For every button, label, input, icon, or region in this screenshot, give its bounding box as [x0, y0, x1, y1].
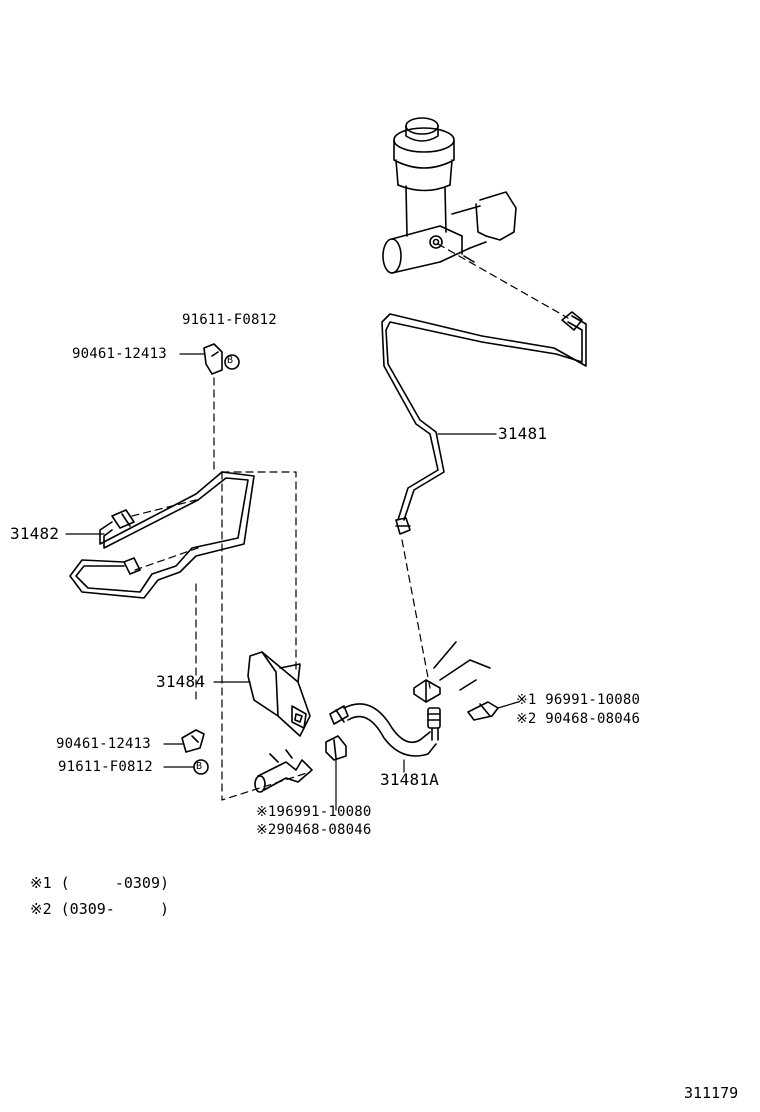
callout-bottom-2: ※290468-08046 — [256, 822, 372, 838]
label-31484: 31484 — [156, 672, 206, 691]
clutch-tube-31482 — [69, 471, 255, 599]
master-cylinder — [382, 117, 517, 274]
clip-bottom — [325, 735, 347, 761]
callout-right-2: ※2 90468-08046 — [516, 711, 641, 727]
footnote-2: ※2 (0309- ) — [30, 900, 169, 918]
flex-hose-31481a — [329, 703, 441, 757]
bolt-marker-top: B — [227, 355, 234, 366]
label-31481a: 31481A — [380, 770, 439, 789]
leader-lines — [65, 353, 519, 811]
label-91611-bottom: 91611-F0812 — [58, 759, 153, 775]
bracket-31484 — [247, 651, 311, 737]
body-bracket — [413, 641, 491, 703]
label-31482: 31482 — [10, 524, 60, 543]
bolt-marker-bottom: B — [196, 761, 203, 772]
label-90461-top: 90461-12413 — [72, 346, 167, 362]
top-clamp — [203, 343, 240, 375]
footnote-1: ※1 ( -0309) — [30, 874, 169, 892]
callout-bottom-1: ※196991-10080 — [256, 804, 372, 820]
label-91611-top: 91611-F0812 — [182, 312, 277, 328]
callout-right-1: ※1 96991-10080 — [516, 692, 641, 708]
label-31481: 31481 — [498, 424, 548, 443]
clutch-tube-31481 — [381, 311, 587, 535]
clip-right — [467, 701, 499, 721]
release-cylinder — [254, 749, 313, 793]
document-id: 311179 — [684, 1084, 739, 1102]
label-90461-bottom: 90461-12413 — [56, 736, 151, 752]
